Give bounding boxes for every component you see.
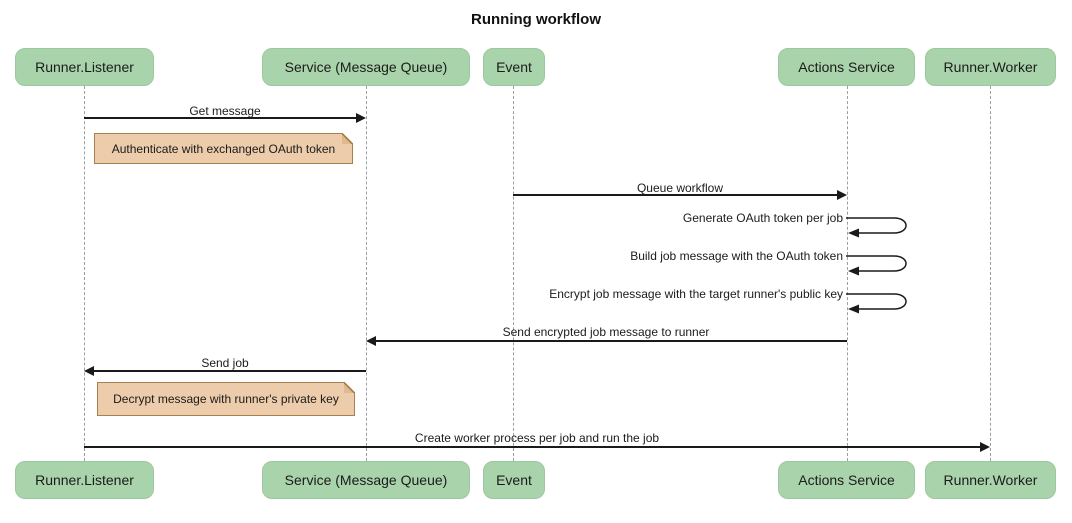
arrow-line bbox=[84, 117, 357, 119]
actor-top-runner-listener: Runner.Listener bbox=[15, 48, 154, 86]
lifeline-actions-service bbox=[847, 86, 848, 461]
note-decrypt: Decrypt message with runner's private ke… bbox=[97, 382, 355, 416]
actor-top-service-message-queue: Service (Message Queue) bbox=[262, 48, 470, 86]
message-label-encrypt-job-message: Encrypt job message with the target runn… bbox=[549, 287, 843, 301]
arrowhead-right bbox=[356, 113, 366, 123]
actor-bottom-event: Event bbox=[483, 461, 545, 499]
arrowhead-left bbox=[84, 366, 94, 376]
actor-label: Runner.Listener bbox=[35, 59, 134, 75]
arrowhead-right bbox=[837, 190, 847, 200]
lifeline-runner-listener bbox=[84, 86, 85, 461]
note-label: Authenticate with exchanged OAuth token bbox=[111, 141, 336, 156]
actor-label: Service (Message Queue) bbox=[284, 59, 448, 75]
self-loop-arrow bbox=[846, 255, 907, 276]
actor-bottom-actions-service: Actions Service bbox=[778, 461, 915, 499]
self-loop-arrow bbox=[846, 217, 907, 238]
diagram-title: Running workflow bbox=[471, 11, 601, 28]
lifeline-runner-worker bbox=[990, 86, 991, 461]
actor-top-actions-service: Actions Service bbox=[778, 48, 915, 86]
actor-label: Runner.Listener bbox=[35, 472, 134, 488]
lifeline-event bbox=[513, 86, 514, 461]
message-label-generate-oauth-token: Generate OAuth token per job bbox=[682, 211, 843, 225]
actor-top-event: Event bbox=[483, 48, 545, 86]
actor-label: Actions Service bbox=[798, 472, 895, 488]
arrowhead-left bbox=[366, 336, 376, 346]
note-fold-corner bbox=[344, 382, 355, 393]
lifeline-service-message-queue bbox=[366, 86, 367, 461]
message-label-queue-workflow: Queue workflow bbox=[636, 181, 724, 195]
message-label-build-job-message: Build job message with the OAuth token bbox=[630, 249, 843, 263]
message-label-send-job: Send job bbox=[201, 356, 249, 370]
message-label-send-encrypted-job-message: Send encrypted job message to runner bbox=[502, 325, 710, 339]
arrow-line bbox=[94, 370, 366, 372]
message-label-get-message: Get message bbox=[189, 104, 261, 118]
actor-label: Event bbox=[496, 472, 532, 488]
arrow-line bbox=[513, 194, 838, 196]
note-authenticate: Authenticate with exchanged OAuth token bbox=[94, 133, 353, 164]
message-label-create-worker-process: Create worker process per job and run th… bbox=[414, 431, 660, 445]
actor-bottom-runner-worker: Runner.Worker bbox=[925, 461, 1056, 499]
note-label: Decrypt message with runner's private ke… bbox=[113, 392, 339, 406]
actor-label: Runner.Worker bbox=[943, 472, 1038, 488]
actor-label: Service (Message Queue) bbox=[284, 472, 448, 488]
arrow-line bbox=[84, 446, 981, 448]
self-loop-arrow bbox=[846, 293, 907, 314]
note-fold-corner bbox=[342, 133, 353, 144]
arrow-line bbox=[376, 340, 847, 342]
actor-top-runner-worker: Runner.Worker bbox=[925, 48, 1056, 86]
actor-label: Actions Service bbox=[798, 59, 895, 75]
actor-bottom-runner-listener: Runner.Listener bbox=[15, 461, 154, 499]
arrowhead-right bbox=[980, 442, 990, 452]
actor-bottom-service-message-queue: Service (Message Queue) bbox=[262, 461, 470, 499]
actor-label: Runner.Worker bbox=[943, 59, 1038, 75]
actor-label: Event bbox=[496, 59, 532, 75]
